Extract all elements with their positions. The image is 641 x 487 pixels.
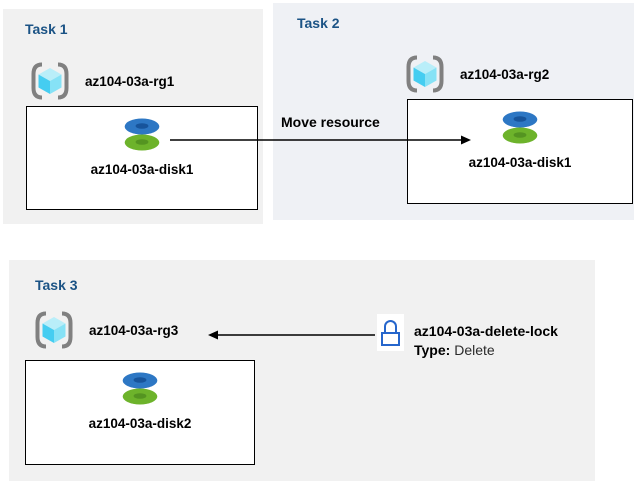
task1-disk-box: az104-03a-disk1 bbox=[26, 106, 258, 210]
resource-group-icon bbox=[35, 311, 73, 349]
lock-icon bbox=[377, 314, 404, 351]
disk-icon bbox=[124, 118, 160, 151]
task2-title: Task 2 bbox=[297, 15, 340, 31]
move-resource-label: Move resource bbox=[281, 114, 380, 130]
task1-panel: Task 1 az104-03a-rg1 az104-03a-disk1 bbox=[3, 9, 263, 224]
lock-type-label: Type: Delete bbox=[414, 342, 495, 358]
task1-rg-label: az104-03a-rg1 bbox=[85, 73, 175, 89]
task1-disk-label: az104-03a-disk1 bbox=[90, 162, 194, 177]
task3-disk-box: az104-03a-disk2 bbox=[25, 360, 255, 465]
resource-group-icon bbox=[31, 62, 69, 100]
resource-group-icon bbox=[406, 55, 444, 93]
lock-name-label: az104-03a-delete-lock bbox=[414, 323, 558, 339]
task2-rg-label: az104-03a-rg2 bbox=[460, 66, 550, 82]
delete-lock-annotation: az104-03a-delete-lock Type: Delete bbox=[377, 314, 558, 358]
task1-title: Task 1 bbox=[25, 21, 68, 37]
task2-panel: Task 2 az104-03a-rg2 az104-03a-disk1 bbox=[273, 3, 634, 220]
task2-resource-group: az104-03a-rg2 bbox=[404, 54, 549, 94]
task3-resource-group: az104-03a-rg3 bbox=[33, 310, 178, 350]
task2-disk-label: az104-03a-disk1 bbox=[468, 155, 572, 170]
task3-disk-label: az104-03a-disk2 bbox=[88, 416, 192, 431]
task3-rg-label: az104-03a-rg3 bbox=[89, 322, 179, 338]
disk-icon bbox=[502, 111, 538, 144]
task1-resource-group: az104-03a-rg1 bbox=[29, 61, 174, 101]
disk-icon bbox=[122, 372, 158, 405]
task3-panel: Task 3 az104-03a-rg3 az104-03a-disk2 bbox=[9, 260, 595, 481]
task2-disk-box: az104-03a-disk1 bbox=[407, 99, 633, 204]
task3-title: Task 3 bbox=[35, 277, 78, 293]
